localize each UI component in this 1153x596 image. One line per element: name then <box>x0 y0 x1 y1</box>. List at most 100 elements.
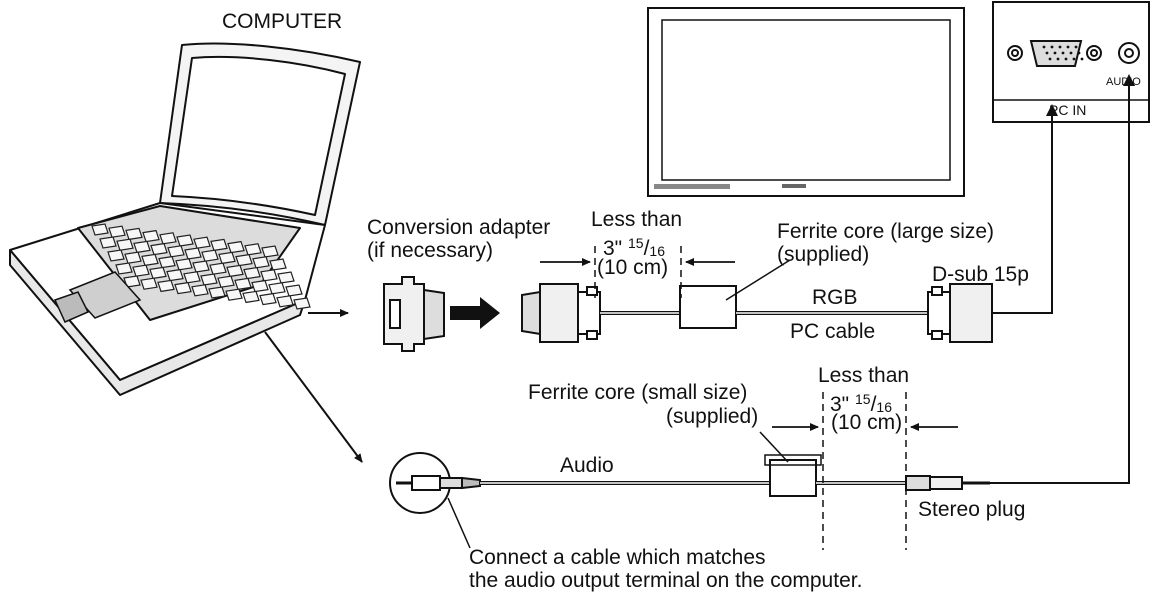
vga-pin <box>1074 45 1078 49</box>
stereo-plug-illustration <box>905 475 990 491</box>
laptop-keyboard-keys <box>91 223 311 310</box>
keyboard-key <box>285 284 303 297</box>
keyboard-key <box>183 271 201 284</box>
keyboard-key <box>244 243 262 256</box>
keyboard-key <box>235 253 253 267</box>
keyboard-key <box>269 258 287 271</box>
rgb-distance-cm: (10 cm) <box>597 256 669 279</box>
keyboard-key <box>261 245 279 258</box>
keyboard-key <box>108 225 126 238</box>
keyboard-key <box>133 240 151 254</box>
vga-pin <box>1080 57 1084 61</box>
dsub-label: D-sub 15p <box>932 263 1029 286</box>
keyboard-key <box>167 245 185 258</box>
keyboard-key <box>252 256 270 269</box>
keyboard-key <box>210 238 228 252</box>
keyboard-key <box>124 251 142 264</box>
vga-pin <box>1048 57 1052 61</box>
ferrite-small-leader <box>759 431 789 463</box>
plasma-display-illustration <box>647 7 965 197</box>
conversion-adapter-label-line2: (if necessary) <box>367 239 494 262</box>
ferrite-core-large <box>679 285 737 329</box>
keyboard-key <box>259 292 277 306</box>
keyboard-key <box>141 253 159 267</box>
ferrite-small-label-line2: (supplied) <box>666 405 759 428</box>
laptop-computer-illustration <box>9 42 361 396</box>
audio-distance-cm: (10 cm) <box>831 411 903 434</box>
keyboard-key <box>192 260 210 273</box>
vga-pin <box>1066 45 1070 49</box>
vga-pin <box>1064 57 1068 61</box>
computer-label: COMPUTER <box>222 10 343 33</box>
pc-cable-label: PC cable <box>790 320 876 343</box>
vga-pin <box>1053 51 1057 55</box>
keyboard-key <box>132 264 150 277</box>
vga-pin <box>1077 51 1081 55</box>
audio-mini-plug-left <box>396 475 481 491</box>
laptop-touchpad <box>53 271 142 323</box>
keyboard-key <box>226 264 244 278</box>
audio-cable-to-panel <box>990 76 1130 484</box>
ferrite-large-label-line1: Ferrite core (large size) <box>777 220 995 243</box>
keyboard-key <box>276 295 294 308</box>
note-leader-line <box>447 497 471 549</box>
note-line1: Connect a cable which matches <box>469 546 766 569</box>
keyboard-key <box>200 273 218 286</box>
vga-pin <box>1050 45 1054 49</box>
keyboard-key <box>99 236 117 249</box>
keyboard-key <box>115 262 133 275</box>
adapter-insert-arrow <box>450 297 500 329</box>
keyboard-key <box>208 286 226 299</box>
rgb-distance-inches: 3" 15/16 <box>603 235 665 260</box>
keyboard-key <box>225 288 243 301</box>
conversion-adapter-illustration <box>383 276 445 352</box>
keyboard-key <box>209 262 227 275</box>
ferrite-large-leader <box>725 259 791 301</box>
keyboard-key <box>201 249 219 262</box>
vga-pin <box>1042 45 1046 49</box>
vga-pin <box>1069 51 1073 55</box>
keyboard-key <box>125 227 143 241</box>
audio-direction-arrow <box>264 331 363 463</box>
vga-pin <box>1058 45 1062 49</box>
audio-distance-inches: 3" 15/16 <box>830 391 892 416</box>
vga-pin <box>1045 51 1049 55</box>
keyboard-key <box>234 277 252 291</box>
conversion-adapter-label-line1: Conversion adapter <box>367 216 551 239</box>
keyboard-key <box>184 247 202 260</box>
keyboard-key <box>243 266 261 280</box>
keyboard-key <box>158 255 176 269</box>
keyboard-key <box>251 279 269 293</box>
keyboard-key <box>166 268 184 282</box>
rgb-plug-left <box>521 283 601 343</box>
keyboard-key <box>218 251 236 265</box>
audio-distance-frac-num: 15 <box>854 391 871 407</box>
keyboard-key <box>175 258 193 271</box>
vga-port-pins <box>1042 45 1084 61</box>
rgb-distance-frac-den: 16 <box>649 243 665 259</box>
keyboard-key <box>277 271 295 284</box>
ferrite-core-small <box>769 459 817 497</box>
ferrite-small-label-line1: Ferrite core (small size) <box>528 381 748 404</box>
audio-distance-frac-den: 16 <box>876 399 892 415</box>
panel-pc-in-label: PC IN <box>1049 102 1087 118</box>
keyboard-key <box>159 232 177 245</box>
keyboard-key <box>157 279 175 293</box>
audio-distance-label-line1: Less than <box>818 364 910 387</box>
vga-pin <box>1072 57 1076 61</box>
vga-pin <box>1056 57 1060 61</box>
keyboard-key <box>174 281 192 295</box>
keyboard-key <box>260 269 278 282</box>
audio-distance-inches-value: 3" <box>830 393 850 416</box>
keyboard-key <box>91 223 109 236</box>
keyboard-key <box>293 297 311 310</box>
keyboard-key <box>193 236 211 249</box>
keyboard-key <box>107 249 125 262</box>
audio-cable-label: Audio <box>560 454 614 477</box>
keyboard-key <box>242 290 260 304</box>
keyboard-key <box>142 229 160 243</box>
rgb-label: RGB <box>812 286 858 309</box>
keyboard-key <box>217 275 235 288</box>
rgb-plug-right <box>927 283 993 343</box>
